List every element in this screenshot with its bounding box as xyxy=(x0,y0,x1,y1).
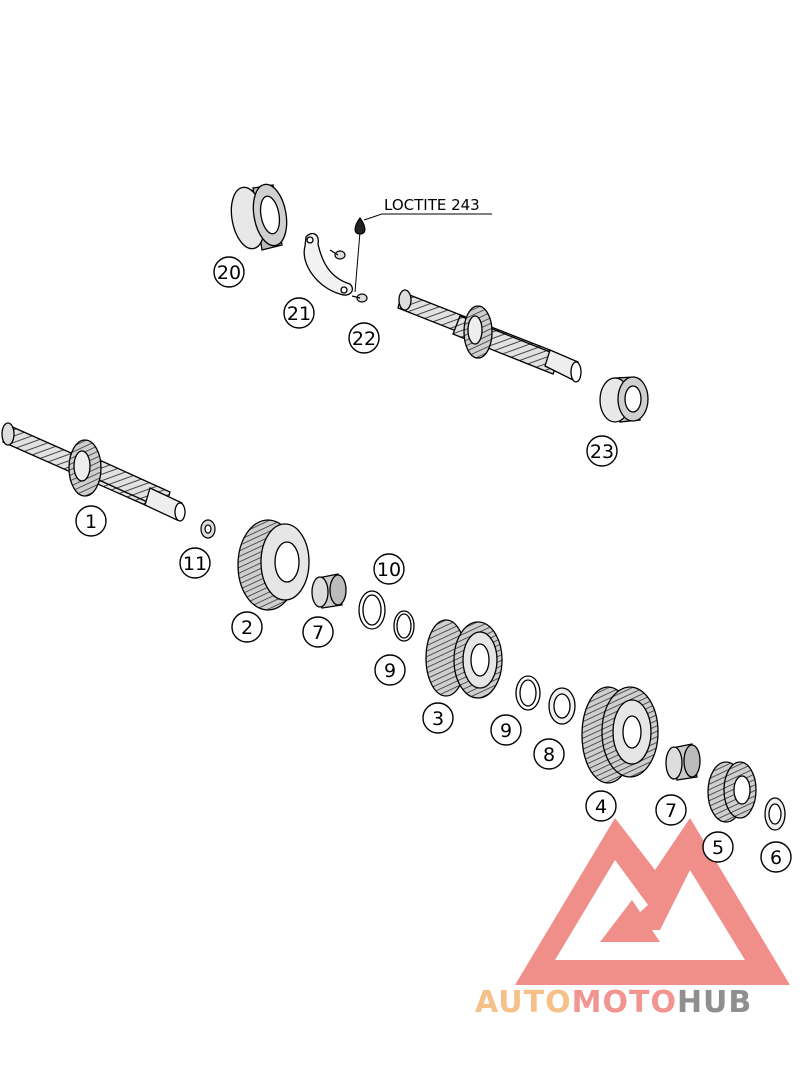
part-5-gear xyxy=(707,761,757,823)
callout-10: 10 xyxy=(373,553,405,585)
svg-text:4: 4 xyxy=(595,796,607,818)
callout-8: 8 xyxy=(533,738,565,770)
part-4-gear xyxy=(581,686,659,784)
part-9-snap-ring-a xyxy=(393,610,415,642)
callout-4: 4 xyxy=(585,790,617,822)
part-21-retaining-plate xyxy=(303,232,354,296)
watermark-logo xyxy=(515,818,790,985)
part-9-snap-ring-b xyxy=(515,675,541,711)
watermark-auto: AUTO xyxy=(475,985,572,1020)
svg-text:5: 5 xyxy=(712,837,724,859)
watermark-moto: MOTO xyxy=(572,985,677,1020)
svg-text:6: 6 xyxy=(770,847,782,869)
svg-text:7: 7 xyxy=(665,800,677,822)
callout-9b: 9 xyxy=(490,714,522,746)
callout-6: 6 xyxy=(760,841,792,873)
part-23-bearing xyxy=(599,376,649,423)
svg-text:9: 9 xyxy=(500,720,512,742)
callouts: 20 21 22 23 1 11 10 2 7 9 3 9 8 4 7 5 6 xyxy=(75,256,792,873)
svg-text:11: 11 xyxy=(183,553,207,575)
svg-text:7: 7 xyxy=(312,622,324,644)
part-7-bushing-b xyxy=(665,743,701,781)
part-2-gear xyxy=(237,519,310,611)
watermark-brand: AUTOMOTOHUB xyxy=(475,985,752,1020)
watermark-hub: HUB xyxy=(677,985,752,1020)
upper-shaft xyxy=(397,289,582,383)
svg-text:3: 3 xyxy=(432,708,444,730)
part-20-bearing xyxy=(230,183,288,251)
svg-text:20: 20 xyxy=(217,262,241,284)
part-10-thrust-washer xyxy=(358,590,386,630)
svg-text:1: 1 xyxy=(85,511,97,533)
part-8-thrust-washer xyxy=(548,687,576,725)
svg-text:21: 21 xyxy=(287,303,311,325)
svg-text:8: 8 xyxy=(543,744,555,766)
callout-5: 5 xyxy=(702,831,734,863)
loctite-label: LOCTITE 243 xyxy=(384,196,480,214)
part-7-bushing-a xyxy=(311,573,347,609)
svg-text:9: 9 xyxy=(384,660,396,682)
callout-7b: 7 xyxy=(655,794,687,826)
callout-1: 1 xyxy=(75,505,107,537)
callout-3: 3 xyxy=(422,702,454,734)
callout-22: 22 xyxy=(348,322,380,354)
part-3-gear xyxy=(425,619,503,699)
callout-11: 11 xyxy=(179,547,211,579)
part-11-washer xyxy=(200,519,216,539)
part-6-washer xyxy=(764,797,786,831)
loctite-leader xyxy=(363,213,383,221)
callout-21: 21 xyxy=(283,297,315,329)
callout-7a: 7 xyxy=(302,616,334,648)
svg-text:10: 10 xyxy=(377,559,401,581)
callout-23: 23 xyxy=(586,435,618,467)
svg-text:2: 2 xyxy=(241,617,253,639)
callout-20: 20 xyxy=(213,256,245,288)
callout-9a: 9 xyxy=(374,654,406,686)
svg-text:22: 22 xyxy=(352,328,376,350)
part-22-screws xyxy=(329,216,368,303)
svg-text:23: 23 xyxy=(590,441,614,463)
part-1-main-shaft xyxy=(1,422,186,522)
callout-2: 2 xyxy=(231,611,263,643)
